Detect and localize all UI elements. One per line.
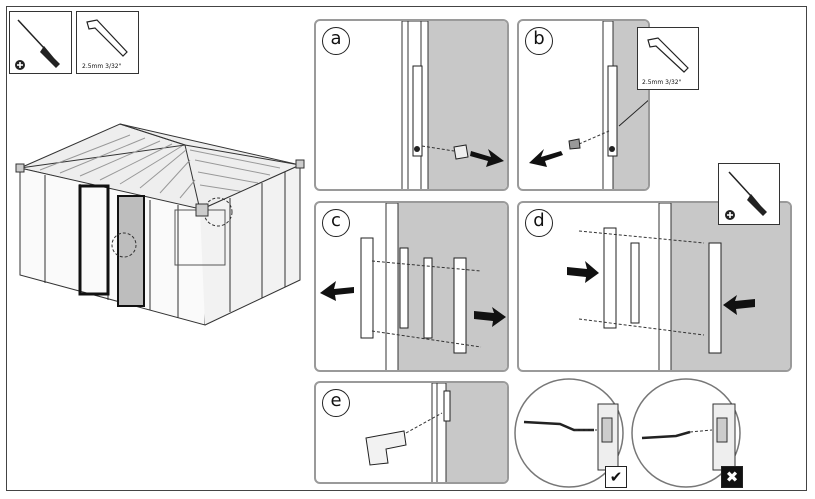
allen-key-size-label: 2.5mm 3/32"	[82, 63, 122, 70]
step-e-label: e	[322, 389, 350, 417]
step-b-panel: b	[517, 19, 650, 191]
step-c-label: c	[322, 209, 350, 237]
step-e-panel: e	[314, 381, 509, 484]
step-e-illustration	[365, 383, 507, 482]
step-a-illustration	[401, 21, 507, 189]
step-b-label: b	[525, 27, 553, 55]
cross-icon: ✖	[725, 467, 739, 486]
step-d-illustration	[567, 203, 790, 370]
step-c-panel: c	[314, 201, 509, 372]
incorrect-cross-badge: ✖	[721, 466, 743, 488]
screwdriver-tool-box	[9, 11, 72, 74]
checkmark-icon: ✔	[609, 467, 623, 486]
phillips-screwdriver-icon	[725, 171, 767, 220]
allen-key-icon	[647, 37, 689, 73]
step-a-panel: a	[314, 19, 509, 191]
step-d-panel: d	[517, 201, 792, 372]
step-d-label: d	[525, 209, 553, 237]
step-a-label: a	[322, 27, 350, 55]
correct-checkmark-badge: ✔	[605, 466, 627, 488]
step-b-illustration	[529, 21, 648, 189]
step-d-screwdriver-callout	[718, 163, 780, 225]
phillips-screwdriver-icon	[15, 19, 60, 70]
allen-key-tool-box: 2.5mm 3/32"	[76, 11, 139, 74]
step-b-allen-key-callout: 2.5mm 3/32"	[637, 27, 699, 90]
step-b-allen-key-size-label: 2.5mm 3/32"	[642, 79, 682, 86]
step-c-illustration	[320, 203, 507, 370]
allen-key-icon	[86, 19, 128, 57]
